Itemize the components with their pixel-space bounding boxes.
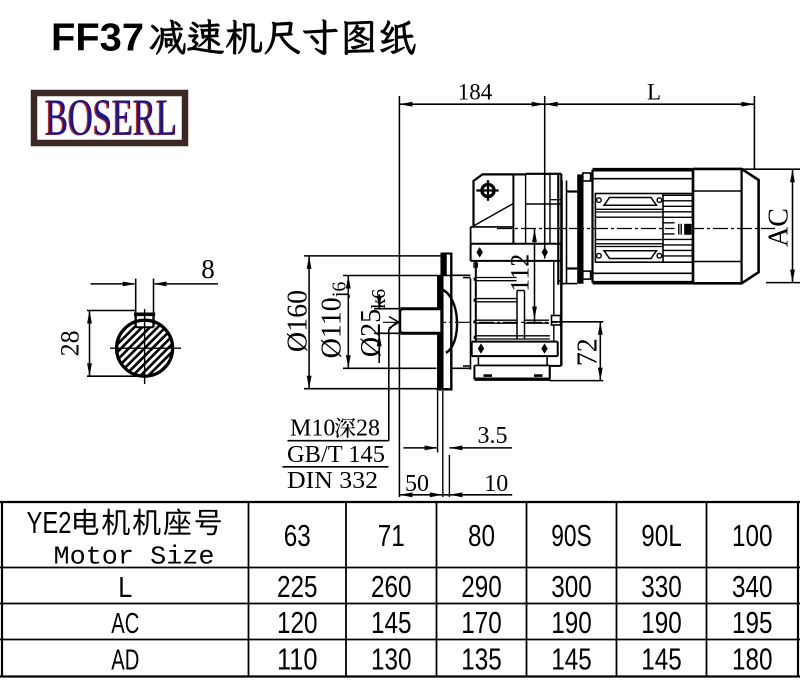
- svg-text:Ø25k6: Ø25k6: [356, 289, 390, 357]
- svg-text:300: 300: [551, 569, 592, 604]
- svg-text:BOSERL: BOSERL: [45, 90, 177, 147]
- svg-text:260: 260: [371, 569, 412, 604]
- svg-text:80: 80: [468, 518, 495, 553]
- svg-text:100: 100: [732, 518, 773, 553]
- svg-text:10: 10: [484, 471, 508, 497]
- svg-text:63: 63: [284, 518, 311, 553]
- svg-text:AC: AC: [111, 608, 139, 640]
- svg-text:FF37: FF37: [51, 17, 144, 60]
- svg-text:130: 130: [371, 642, 412, 677]
- svg-text:Ø160: Ø160: [283, 290, 314, 352]
- svg-text:290: 290: [461, 569, 502, 604]
- svg-text:135: 135: [461, 642, 502, 677]
- svg-text:90L: 90L: [641, 518, 682, 553]
- svg-text:180: 180: [732, 642, 773, 677]
- svg-text:L: L: [647, 80, 661, 105]
- svg-text:184: 184: [458, 80, 493, 105]
- svg-text:GB/T 145: GB/T 145: [287, 442, 385, 468]
- svg-text:90S: 90S: [551, 518, 592, 553]
- svg-text:170: 170: [461, 605, 502, 640]
- svg-text:8: 8: [201, 254, 215, 284]
- svg-text:Ø110j6: Ø110j6: [317, 282, 351, 359]
- svg-text:M10: M10: [290, 416, 335, 442]
- svg-text:L: L: [118, 572, 132, 604]
- svg-text:120: 120: [277, 605, 318, 640]
- svg-text:71: 71: [378, 518, 405, 553]
- svg-text:BOSERL: BOSERL: [44, 90, 176, 147]
- svg-text:28: 28: [56, 330, 85, 356]
- svg-text:28: 28: [356, 416, 380, 442]
- svg-text:330: 330: [641, 569, 682, 604]
- svg-text:112: 112: [506, 254, 535, 292]
- svg-text:50: 50: [405, 471, 429, 497]
- svg-text:DIN 332: DIN 332: [287, 468, 378, 494]
- svg-text:190: 190: [551, 605, 592, 640]
- svg-text:110: 110: [277, 642, 318, 677]
- svg-text:145: 145: [641, 642, 682, 677]
- svg-text:145: 145: [371, 605, 412, 640]
- svg-text:225: 225: [277, 569, 318, 604]
- svg-text:3.5: 3.5: [478, 423, 508, 449]
- svg-text:Motor Size: Motor Size: [54, 542, 215, 572]
- svg-text:190: 190: [641, 605, 682, 640]
- svg-text:AD: AD: [111, 645, 139, 677]
- svg-text:YE2: YE2: [27, 505, 72, 540]
- svg-text:145: 145: [551, 642, 592, 677]
- svg-text:AC: AC: [764, 208, 795, 247]
- svg-text:195: 195: [732, 605, 773, 640]
- svg-text:340: 340: [732, 569, 773, 604]
- svg-text:72: 72: [573, 338, 604, 366]
